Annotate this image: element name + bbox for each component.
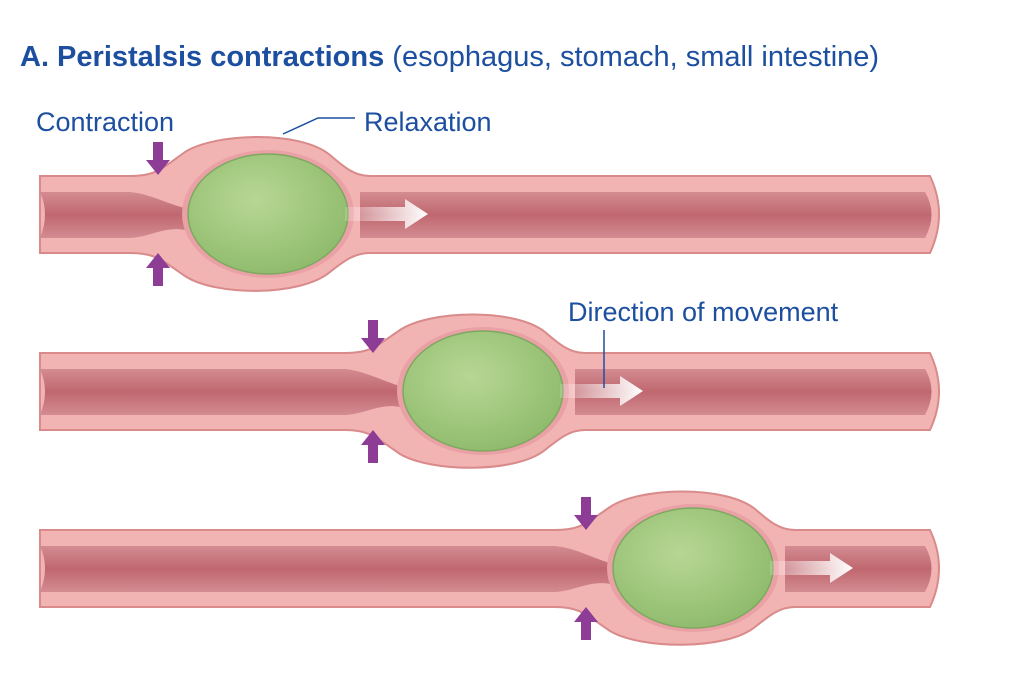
contraction-arrow-down (361, 320, 385, 353)
food-bolus (402, 330, 564, 452)
tube-lumen (40, 546, 615, 592)
tube-lumen (785, 546, 932, 592)
relaxation-leader-line (282, 117, 355, 135)
contraction-arrow-up (574, 607, 598, 640)
contraction-arrow-down (574, 497, 598, 530)
direction-arrow (770, 553, 853, 583)
panel-1 (39, 136, 940, 292)
tube-lumen (575, 369, 932, 415)
panel-3 (39, 490, 940, 646)
panel-2 (39, 313, 940, 469)
direction-label: Direction of movement (568, 297, 839, 327)
tube-lumen (40, 192, 190, 238)
tube-lumen (360, 192, 932, 238)
title-bold: A. Peristalsis contractions (20, 41, 384, 73)
food-bolus (612, 507, 774, 629)
tube-lumen (40, 369, 405, 415)
contraction-label: Contraction (36, 107, 174, 137)
direction-arrow (560, 376, 643, 406)
food-bolus (187, 153, 349, 275)
relaxation-label: Relaxation (364, 107, 492, 137)
contraction-arrow-down (146, 142, 170, 175)
contraction-arrow-up (361, 430, 385, 463)
contraction-arrow-up (146, 253, 170, 286)
title-rest: (esophagus, stomach, small intestine) (384, 41, 879, 73)
direction-arrow (345, 199, 428, 229)
diagram-title: A. Peristalsis contractions (esophagus, … (20, 41, 879, 73)
